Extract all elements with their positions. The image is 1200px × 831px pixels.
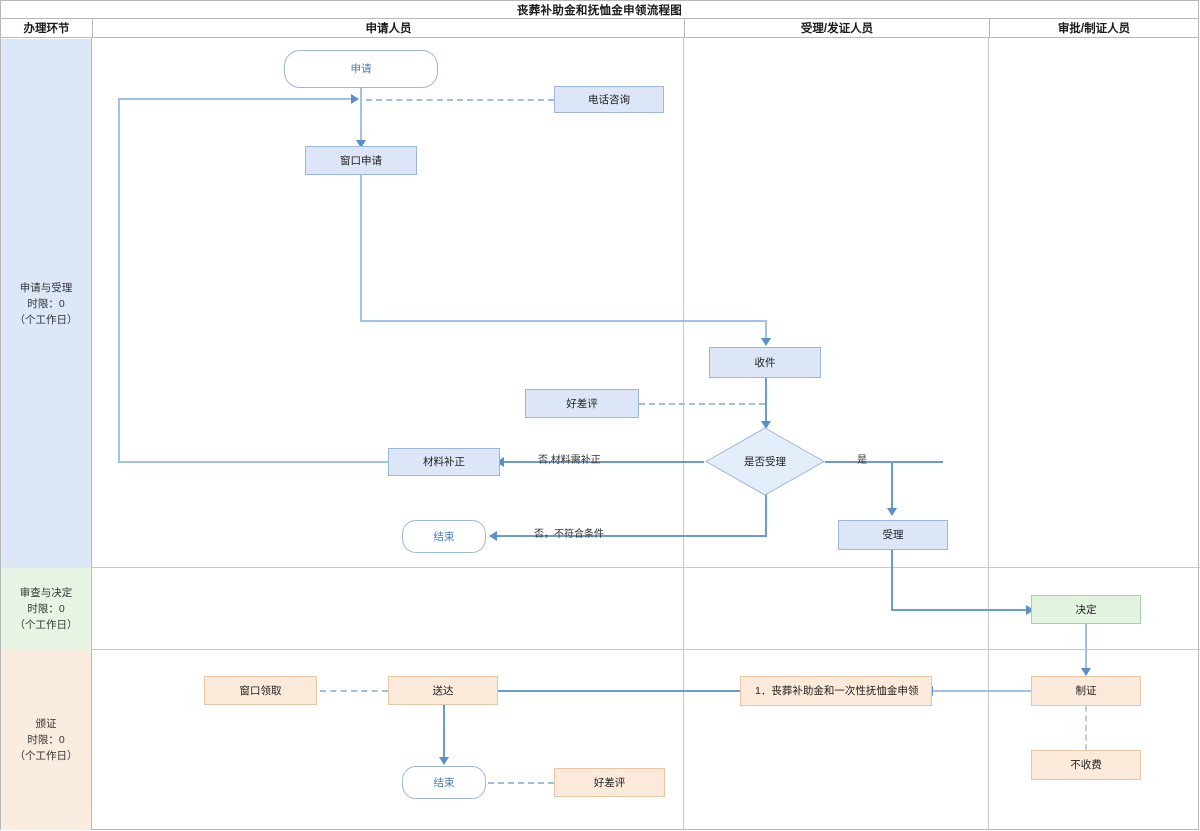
edge-review1-dashed xyxy=(639,403,765,405)
lane-1-limit: 时限：0 xyxy=(27,297,65,310)
column-header-approve: 审批/制证人员 xyxy=(989,19,1198,37)
lane-2-limit: 时限：0 xyxy=(27,603,65,615)
chart-title-bar: 丧葬补助金和抚恤金申领流程图 xyxy=(0,0,1199,18)
edge-decision-to-end xyxy=(497,535,767,537)
lane-1-unit: （个工作日） xyxy=(14,313,78,326)
arrowhead-supplement xyxy=(496,457,504,467)
column-header-applicant: 申请人员 xyxy=(92,19,684,37)
page-title: 丧葬补助金和抚恤金申领流程图 xyxy=(516,4,683,17)
edge-supplement-loop-top xyxy=(118,98,352,100)
edge-label-yes: 是 xyxy=(857,455,867,466)
node-item-list[interactable]: 1．丧葬补助金和一次性抚恤金申领 xyxy=(740,676,932,706)
arrowhead-end-1 xyxy=(489,531,497,541)
node-material-supplement[interactable]: 材料补正 xyxy=(388,448,500,476)
edge-decision2-to-cert xyxy=(1085,624,1087,672)
node-accept[interactable]: 受理 xyxy=(838,520,948,550)
edge-yes-down xyxy=(891,461,893,512)
edge-window-apply-right xyxy=(360,320,767,322)
node-end-1[interactable]: 结束 xyxy=(402,520,486,553)
lane-2-unit: （个工作日） xyxy=(14,619,78,631)
diamond-shape xyxy=(704,427,826,496)
arrowhead-end-2 xyxy=(439,757,449,765)
edge-supplement-loop-left xyxy=(118,99,120,462)
node-review-rating-2[interactable]: 好差评 xyxy=(554,768,665,797)
arrowhead-make-cert xyxy=(1081,668,1091,676)
lane-label-application: 申请与受理 时限：0 （个工作日） xyxy=(1,39,91,568)
column-header-accept: 受理/发证人员 xyxy=(684,19,989,37)
column-header-row: 办理环节 申请人员 受理/发证人员 审批/制证人员 xyxy=(0,18,1199,38)
edge-cert-to-item xyxy=(932,690,1032,692)
lane-1-name: 申请与受理 xyxy=(19,281,73,294)
arrowhead-loop-to-apply xyxy=(351,94,359,104)
lane-label-review: 审查与决定 时限：0 （个工作日） xyxy=(1,568,91,650)
node-decision[interactable]: 决定 xyxy=(1031,595,1141,624)
node-apply[interactable]: 申请 xyxy=(284,50,438,88)
column-rule-3 xyxy=(988,38,989,830)
lane-2-name: 审查与决定 xyxy=(19,587,73,599)
edge-deliver-to-end xyxy=(443,704,445,762)
edge-decision-yes xyxy=(825,461,943,463)
edge-supplement-loop-bottom xyxy=(118,461,390,463)
node-window-apply[interactable]: 窗口申请 xyxy=(305,146,417,175)
node-decision-accept[interactable]: 是否受理 xyxy=(704,427,826,496)
column-rule-1 xyxy=(91,38,92,830)
node-window-collect[interactable]: 窗口领取 xyxy=(204,676,317,705)
arrowhead-receive xyxy=(761,338,771,346)
flowchart-grid xyxy=(0,38,1200,830)
edge-cert-to-nofee-dashed xyxy=(1085,706,1087,750)
lane-3-limit: 时限：0 xyxy=(27,734,65,746)
node-receive[interactable]: 收件 xyxy=(709,347,821,378)
edge-apply-to-phone xyxy=(366,99,554,101)
decision-label: 是否受理 xyxy=(744,456,786,468)
edge-to-receive-down xyxy=(765,320,767,340)
edge-label-no-qualify: 否，不符合条件 xyxy=(534,529,604,540)
edge-label-no-supplement: 否,材料需补正 xyxy=(538,455,601,466)
edge-decision-down-end xyxy=(765,484,767,536)
lane-3-name: 颁证 xyxy=(35,718,57,730)
node-no-fee[interactable]: 不收费 xyxy=(1031,750,1141,780)
edge-decision-to-supplement xyxy=(504,461,704,463)
node-deliver[interactable]: 送达 xyxy=(388,676,498,705)
edge-accept-down xyxy=(891,549,893,611)
edge-window-collect-dashed xyxy=(320,690,388,692)
edge-accept-to-decision2 xyxy=(891,609,1031,611)
arrowhead-decision2 xyxy=(1026,605,1034,615)
arrowhead-window-apply xyxy=(356,140,366,148)
arrowhead-accept xyxy=(887,508,897,516)
column-rule-2 xyxy=(683,38,684,830)
arrowhead-decision xyxy=(761,421,771,429)
edge-receive-to-decision xyxy=(765,377,767,425)
lane-label-issue: 颁证 时限：0 （个工作日） xyxy=(1,650,91,830)
node-review-rating-1[interactable]: 好差评 xyxy=(525,389,639,418)
lane-separator-2 xyxy=(1,649,1200,650)
edge-window-apply-down xyxy=(360,174,362,321)
edge-apply-to-window-apply xyxy=(360,88,362,148)
lane-separator-1 xyxy=(1,567,1200,568)
column-header-stage: 办理环节 xyxy=(23,23,70,35)
lane-3-unit: （个工作日） xyxy=(14,750,78,762)
node-end-2[interactable]: 结束 xyxy=(402,766,486,799)
node-phone-consult[interactable]: 电话咨询 xyxy=(554,86,664,113)
node-make-certificate[interactable]: 制证 xyxy=(1031,676,1141,706)
edge-item-to-deliver xyxy=(497,690,742,692)
edge-end2-to-review2-dashed xyxy=(488,782,554,784)
